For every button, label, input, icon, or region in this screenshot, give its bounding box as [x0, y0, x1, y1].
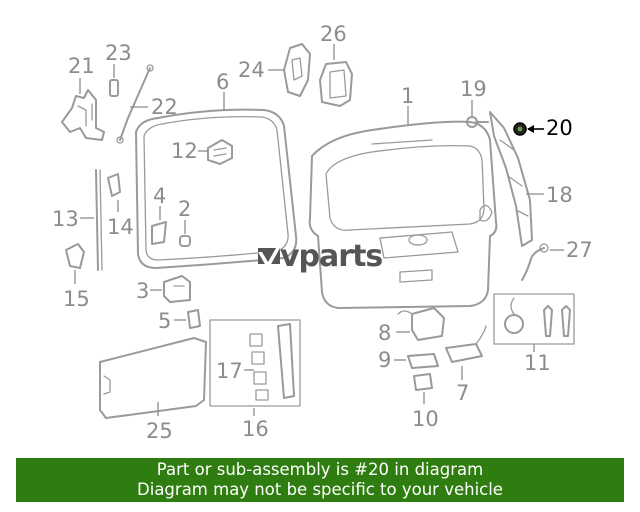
v-slash-mark-icon	[258, 248, 280, 266]
part-23-clip	[109, 79, 119, 97]
part-8-lock	[397, 307, 445, 341]
part-12-latch	[207, 139, 233, 165]
notice-banner: Part or sub-assembly is #20 in diagram D…	[16, 458, 624, 502]
part-22-strut	[116, 64, 154, 144]
callout-5: 5	[158, 309, 171, 333]
callout-23: 23	[105, 41, 132, 65]
callout-11: 11	[524, 351, 551, 375]
callout-7: 7	[456, 381, 469, 405]
parts-diagram: 21 23 22 6 12 4 2 13	[52, 22, 593, 443]
part-9-bezel	[407, 353, 439, 369]
callout-14: 14	[107, 215, 134, 239]
callout-8: 8	[378, 321, 391, 345]
part-7-handle	[445, 325, 487, 363]
part-25-board	[99, 337, 207, 419]
part-3-motor	[163, 275, 191, 303]
part-11-cylinder-set	[493, 293, 575, 345]
part-27-harness	[521, 243, 549, 281]
callout-9: 9	[378, 348, 391, 372]
callout-6: 6	[216, 70, 229, 94]
part-13-rod	[95, 169, 103, 271]
part-21-hinge	[61, 89, 105, 141]
part-24-cover	[283, 43, 311, 97]
part-26-pad	[319, 61, 353, 107]
callout-2: 2	[178, 197, 191, 221]
vparts-logo: vparts	[258, 239, 383, 274]
callout-4: 4	[153, 184, 166, 208]
callout-18: 18	[546, 183, 573, 207]
callout-10: 10	[412, 407, 439, 431]
part-14-bracket	[107, 173, 121, 197]
callout-20: 20	[546, 116, 573, 140]
part-6-weatherstrip	[135, 108, 298, 269]
part-10-striker	[413, 373, 433, 391]
callout-13: 13	[52, 207, 79, 231]
callout-17: 17	[216, 359, 243, 383]
callout-21: 21	[68, 54, 95, 78]
part-1-back-door	[308, 120, 498, 309]
part-15-bracket	[65, 243, 85, 269]
part-20-clip	[513, 122, 527, 136]
part-4-clip	[151, 221, 167, 245]
callout-12: 12	[171, 139, 198, 163]
callout-25: 25	[146, 419, 173, 443]
callout-24: 24	[238, 58, 265, 82]
callout-26: 26	[320, 22, 347, 46]
banner-line-2: Diagram may not be specific to your vehi…	[137, 480, 503, 499]
part-5-cap	[187, 309, 201, 329]
callout-1: 1	[401, 84, 414, 108]
part-18-trim	[489, 111, 533, 247]
callout-19: 19	[460, 77, 487, 101]
part-19-bolt	[466, 116, 489, 128]
logo-text: vparts	[280, 239, 382, 274]
part-2-bumper	[179, 235, 191, 247]
callout-3: 3	[136, 279, 149, 303]
callout-15: 15	[63, 287, 90, 311]
part-16-clip-set	[209, 319, 301, 407]
callout-27: 27	[566, 238, 593, 262]
banner-line-1: Part or sub-assembly is #20 in diagram	[156, 460, 484, 479]
callout-16: 16	[242, 417, 269, 441]
